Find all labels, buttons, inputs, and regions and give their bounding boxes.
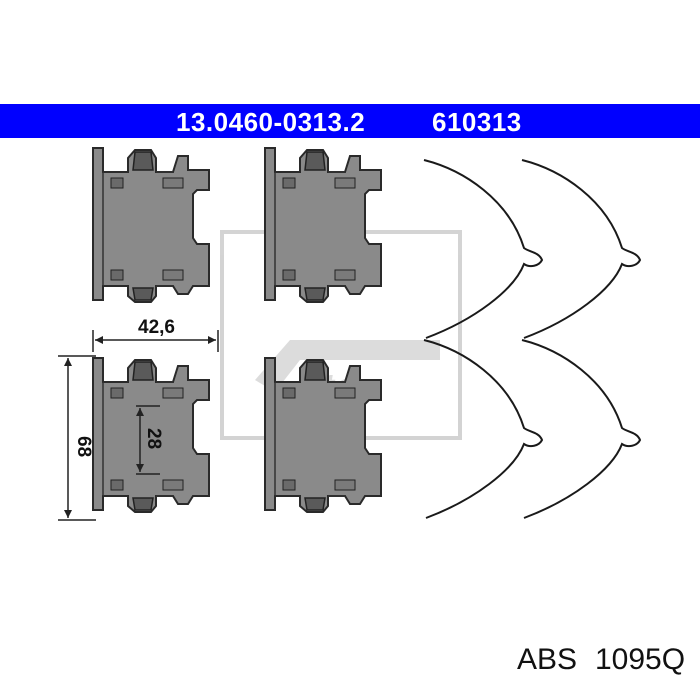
inner-height-dimension: 28: [136, 405, 164, 475]
outer-height-dimension: 68: [58, 355, 96, 521]
footer-brand: ABS: [517, 643, 578, 676]
spring-wire-icon: [521, 159, 641, 339]
spring-wire-icon: [521, 339, 641, 519]
width-dimension: 42,6: [92, 317, 219, 352]
spring-wire-icon: [423, 159, 543, 339]
inner-height-label: 28: [143, 428, 164, 449]
footer-code: 1095Q: [595, 643, 686, 676]
brake-clip-icon: [92, 147, 210, 303]
part-number: 13.0460-0313.2: [176, 107, 366, 137]
brake-clip-icon: [264, 147, 382, 303]
brake-clip-icon: [264, 357, 382, 513]
outer-height-label: 68: [73, 436, 94, 457]
width-dimension-label: 42,6: [138, 317, 175, 338]
header-bar: 13.0460-0313.2 610313: [0, 104, 700, 138]
spring-wire-icon: [423, 339, 543, 519]
alt-number: 610313: [432, 107, 522, 137]
